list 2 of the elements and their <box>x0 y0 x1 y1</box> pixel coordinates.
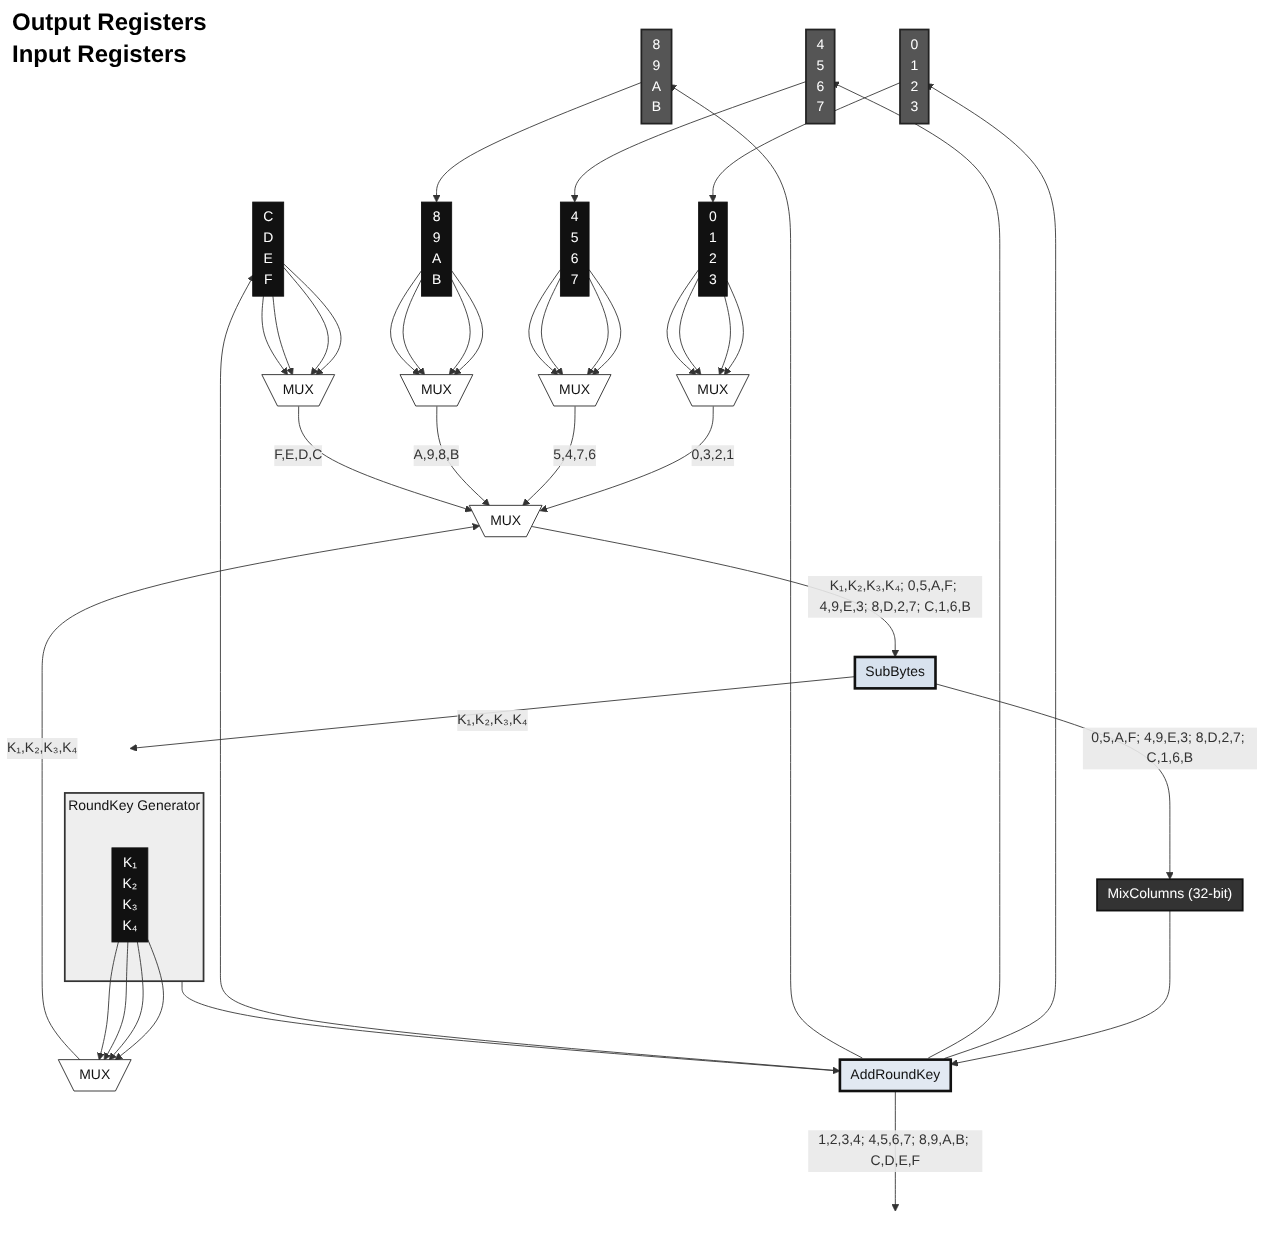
register-caption: Output Registers <box>12 8 207 36</box>
register-caption: Input Registers <box>12 40 189 68</box>
